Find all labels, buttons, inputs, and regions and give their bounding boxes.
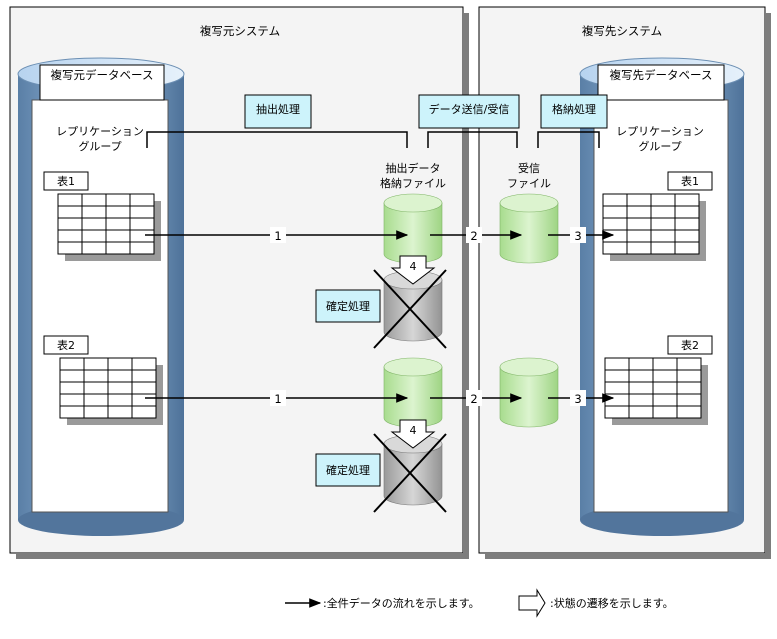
extract-process: 抽出処理 bbox=[244, 94, 312, 129]
svg-text:表2: 表2 bbox=[57, 338, 75, 352]
send-receive-process: データ送信/受信 bbox=[418, 94, 520, 129]
source-table1-grid bbox=[57, 193, 161, 261]
target-db-label-box bbox=[597, 64, 725, 101]
source-group-label-line2: グループ bbox=[78, 139, 121, 153]
extract-file-cylinder-2 bbox=[383, 357, 443, 428]
source-db-label: 複写元データベース bbox=[51, 68, 154, 82]
svg-text:表1: 表1 bbox=[681, 174, 699, 188]
target-db-label: 複写先データベース bbox=[610, 68, 713, 82]
step-4-label-b: 4 bbox=[410, 424, 417, 437]
target-system-title: 複写先システム bbox=[582, 24, 662, 38]
receive-file-cylinder-2 bbox=[499, 357, 559, 428]
receive-file-label-line1: 受信 bbox=[518, 162, 540, 175]
source-database: 複写元データベース bbox=[17, 57, 185, 536]
source-group-label-line1: レプリケーション bbox=[56, 125, 144, 138]
state-arrow-2: 4 bbox=[390, 419, 436, 449]
receive-file-label-line2: ファイル bbox=[507, 177, 551, 190]
state-arrow-1: 4 bbox=[390, 255, 436, 285]
extract-process-label: 抽出処理 bbox=[256, 102, 300, 116]
source-db-label-box bbox=[39, 64, 165, 101]
store-process: 格納処理 bbox=[540, 94, 608, 129]
process-brackets bbox=[146, 131, 600, 148]
target-table2-tag: 表2 bbox=[667, 335, 713, 355]
source-table1-tag: 表1 bbox=[43, 171, 89, 191]
receive-file-cylinder-1 bbox=[499, 193, 559, 264]
legend: :全件データの流れを示します。 :状態の遷移を示します。 bbox=[285, 588, 674, 618]
target-group-label-line2: グループ bbox=[638, 139, 681, 153]
step-3-label-a: 3 bbox=[574, 229, 581, 243]
svg-text:確定処理: 確定処理 bbox=[326, 299, 370, 313]
svg-text:表1: 表1 bbox=[57, 174, 75, 188]
confirm-process-2: 確定処理 bbox=[315, 453, 381, 487]
source-table2-tag: 表2 bbox=[43, 335, 89, 355]
extract-file-cylinder-1 bbox=[383, 193, 443, 264]
legend-flow-text: :全件データの流れを示します。 bbox=[323, 596, 480, 610]
svg-text:表2: 表2 bbox=[681, 338, 699, 352]
legend-state-text: :状態の遷移を示します。 bbox=[550, 596, 674, 610]
step-3-label-b: 3 bbox=[574, 392, 581, 406]
confirm-process-1: 確定処理 bbox=[315, 289, 381, 323]
extract-file-label-line1: 抽出データ bbox=[386, 161, 441, 175]
target-table1-tag: 表1 bbox=[667, 171, 713, 191]
step-1-label-a: 1 bbox=[274, 229, 281, 243]
target-database: 複写先データベース bbox=[579, 57, 745, 536]
step-1-label-b: 1 bbox=[274, 392, 281, 406]
svg-text:確定処理: 確定処理 bbox=[326, 463, 370, 477]
target-table2-grid bbox=[604, 357, 708, 425]
source-system-title: 複写元システム bbox=[200, 24, 280, 38]
step-2-label-a: 2 bbox=[470, 229, 477, 243]
send-receive-process-label: データ送信/受信 bbox=[429, 102, 510, 116]
target-group-label-line1: レプリケーション bbox=[616, 125, 704, 138]
store-process-label: 格納処理 bbox=[552, 102, 596, 116]
legend-state-arrow-icon bbox=[518, 588, 546, 618]
step-2-label-b: 2 bbox=[470, 392, 477, 406]
step-4-label-a: 4 bbox=[410, 260, 417, 273]
step-labels: 1 2 3 1 2 3 bbox=[270, 227, 586, 406]
target-table1-grid bbox=[602, 193, 706, 261]
extract-file-label-line2: 格納ファイル bbox=[380, 176, 446, 190]
source-table2-grid bbox=[59, 357, 163, 425]
